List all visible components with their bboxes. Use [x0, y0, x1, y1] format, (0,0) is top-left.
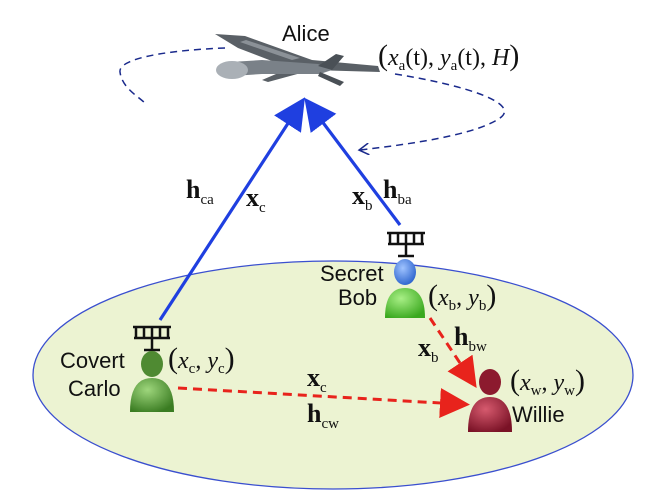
willie-coordinate: (xw, yw) [510, 364, 585, 399]
bob-person-icon [385, 259, 425, 318]
carlo-label-line2: Carlo [68, 376, 121, 401]
bob-antenna-icon [387, 231, 425, 258]
bob-label-line2: Bob [338, 285, 377, 310]
bob-label-line1: Secret [320, 261, 384, 286]
link-carlo-to-willie [177, 386, 470, 418]
uav-drone-icon [215, 34, 380, 86]
alice-coordinate: (xa(t), ya(t), H) [378, 39, 519, 74]
label-h-bw: hbw [454, 322, 487, 355]
label-h-cw: hcw [307, 399, 339, 432]
label-x-b-uplink: xb [352, 181, 373, 214]
uav-orbit-back [119, 47, 226, 105]
carlo-antenna-icon [133, 325, 171, 352]
bob-coordinate: (xb, yb) [428, 279, 496, 314]
label-x-c-uplink: xc [246, 183, 266, 216]
label-x-c-cw: xc [307, 363, 327, 396]
uav-orbit-front [360, 73, 506, 150]
link-bob-to-willie [428, 317, 477, 388]
carlo-label-line1: Covert [60, 348, 125, 373]
label-h-ca: hca [186, 175, 214, 208]
alice-label: Alice [282, 21, 330, 46]
carlo-person-icon [130, 351, 174, 412]
willie-person-icon [468, 369, 512, 432]
link-carlo-to-alice [158, 97, 305, 321]
link-bob-to-alice [304, 97, 402, 226]
label-x-b-bw: xb [418, 333, 439, 366]
carlo-coordinate: (xc, yc) [168, 342, 235, 377]
label-h-ba: hba [383, 175, 412, 208]
willie-label: Willie [512, 402, 565, 427]
